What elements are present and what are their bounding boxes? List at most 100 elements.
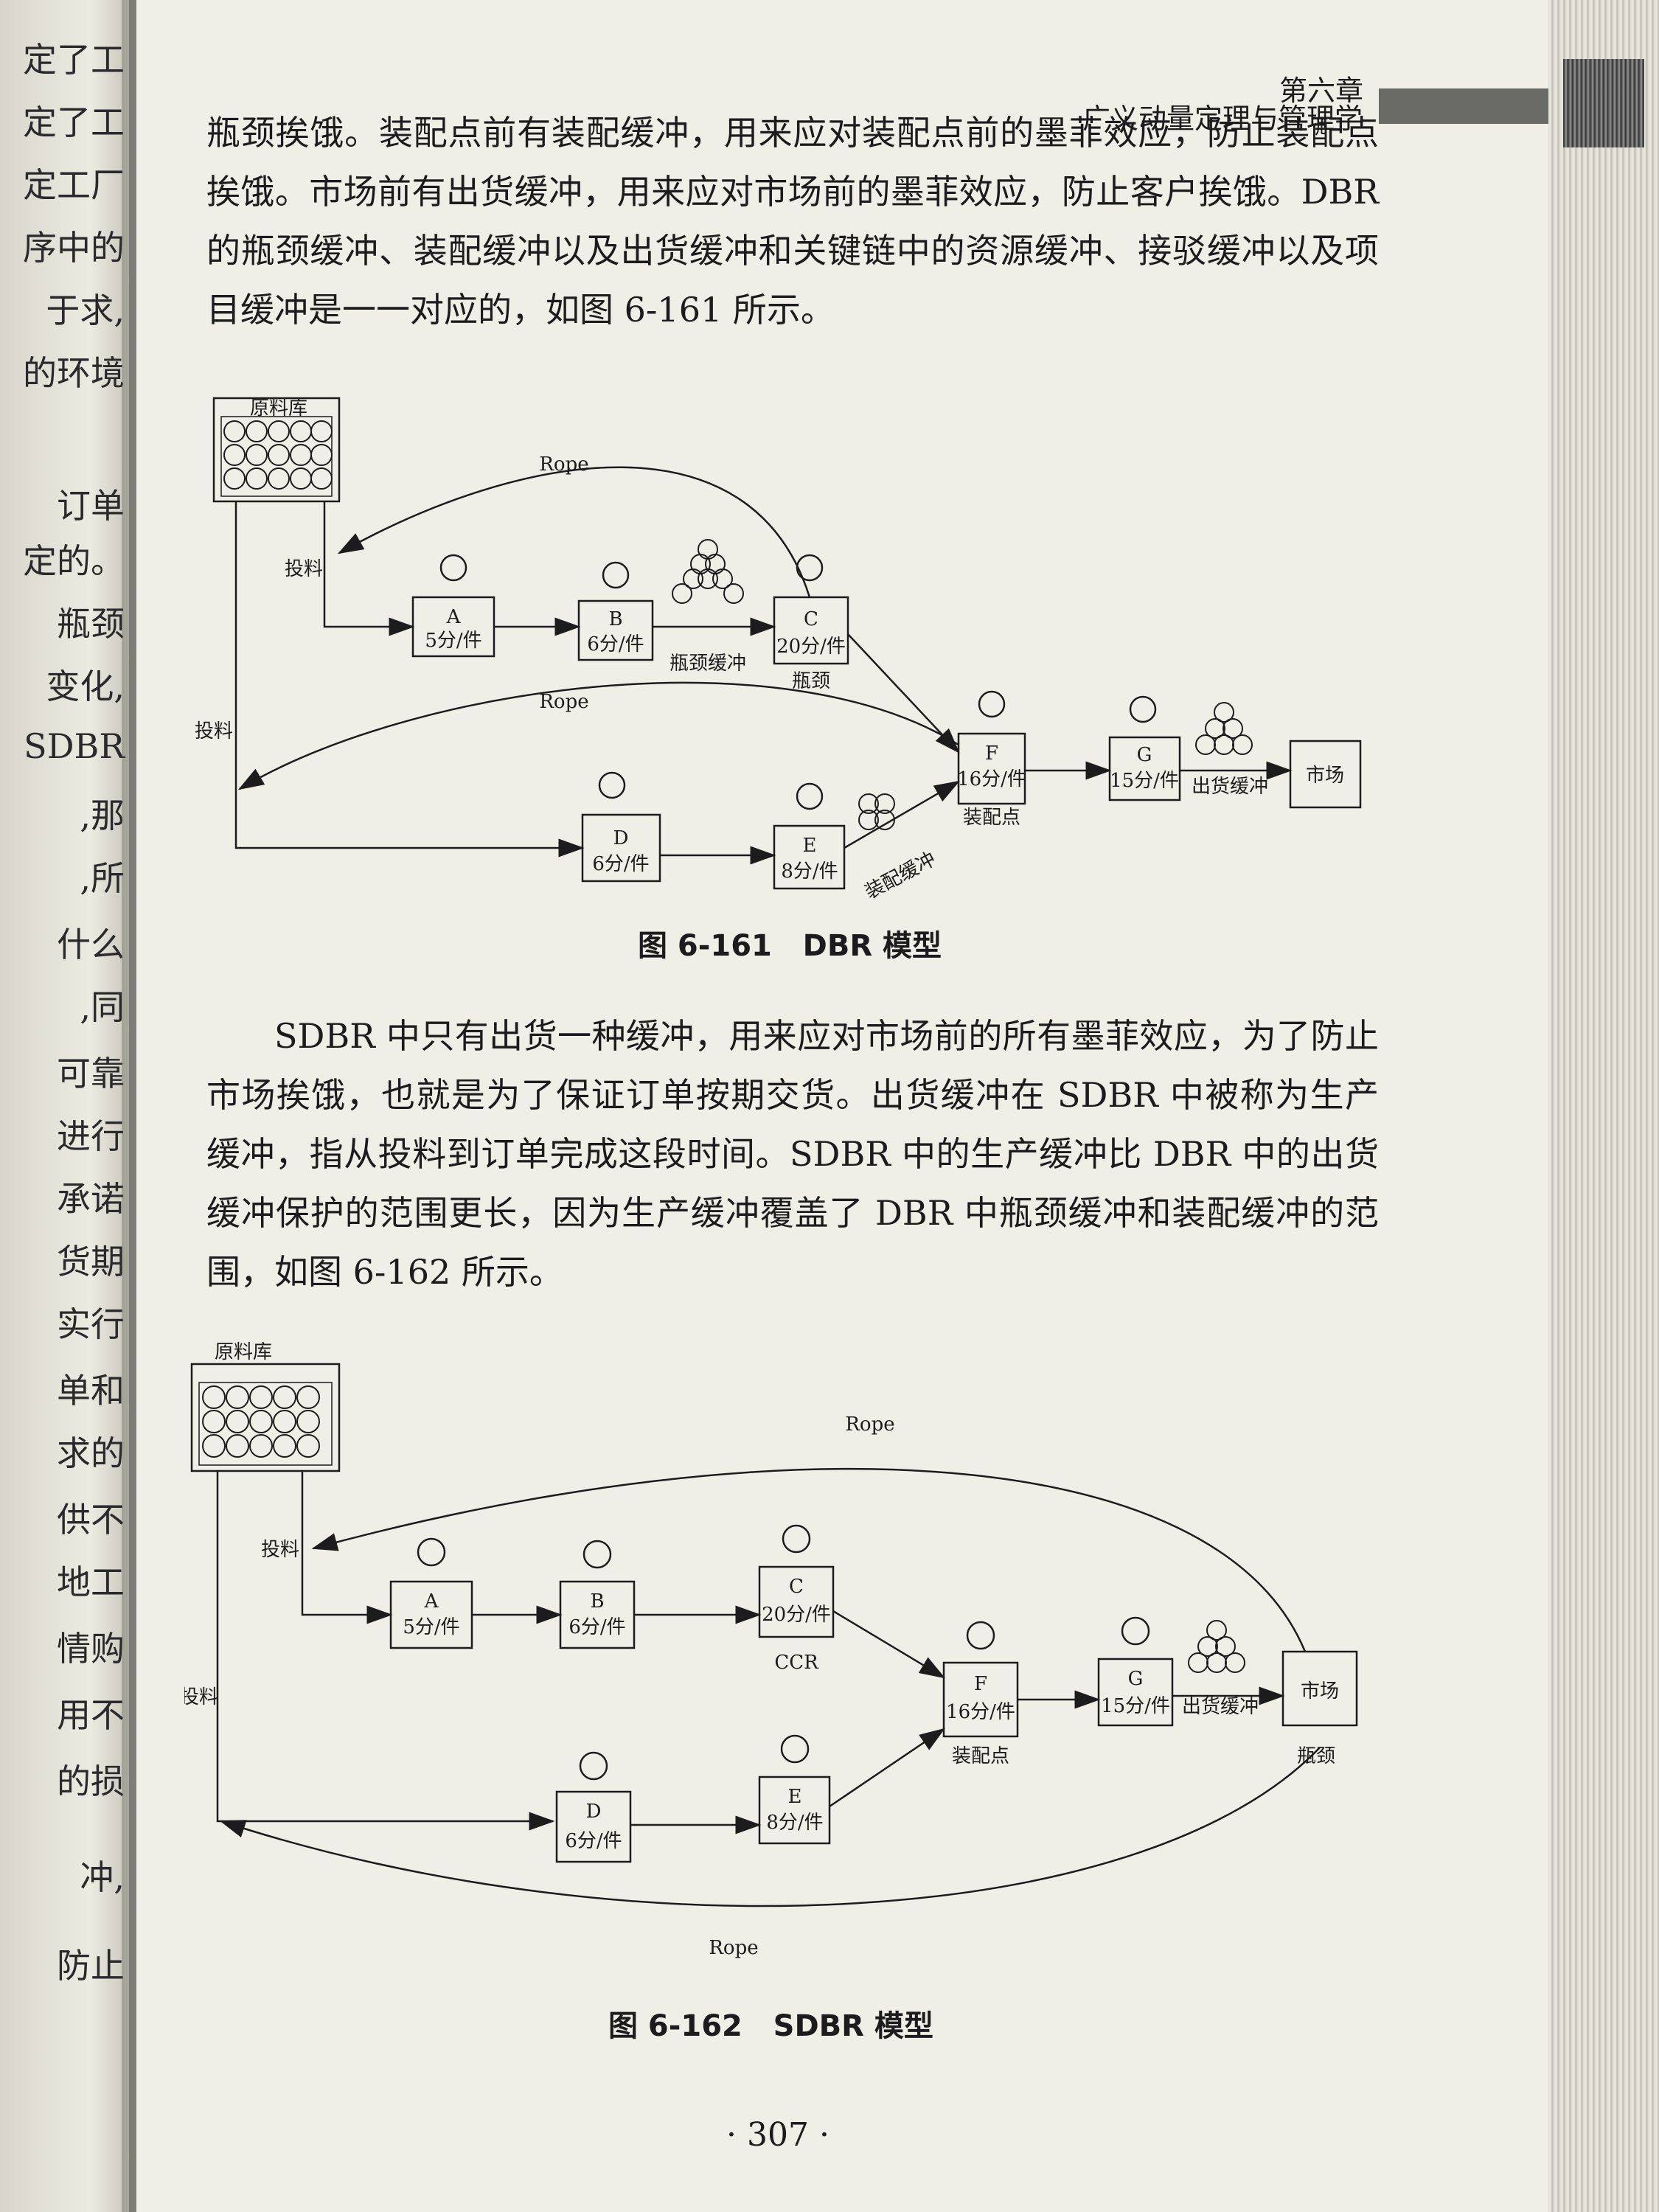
station-d-rate: 6分/件 xyxy=(592,853,649,875)
station-g2-rate: 15分/件 xyxy=(1101,1695,1170,1717)
station-d-label: D xyxy=(613,827,629,849)
station-b-label: B xyxy=(608,608,622,630)
left-page-fragment: 定了工 xyxy=(23,102,125,142)
station-a2-rate: 5分/件 xyxy=(403,1616,459,1638)
left-page-fragment: 供不 xyxy=(57,1500,125,1540)
station-d2-box xyxy=(555,1790,632,1863)
left-page-fragment: 定的。 xyxy=(23,541,125,581)
station-c-note: 瓶颈 xyxy=(792,670,830,692)
left-page-fragment: 的损 xyxy=(57,1761,125,1801)
paragraph-1: 瓶颈挨饿。装配点前有装配缓冲，用来应对装配点前的墨菲效应，防止装配点挨饿。市场前… xyxy=(206,103,1379,339)
station-c2-note: CCR xyxy=(774,1652,819,1674)
left-page-fragment: 的环境 xyxy=(23,353,125,393)
station-e-label: E xyxy=(803,835,817,857)
bottleneck-buffer-label: 瓶颈缓冲 xyxy=(669,653,746,675)
station-d2-label: D xyxy=(586,1801,602,1823)
station-b2-rate: 6分/件 xyxy=(568,1616,625,1638)
station-a-rate: 5分/件 xyxy=(425,630,481,652)
station-g2-label: G xyxy=(1128,1668,1144,1690)
left-page-fragment: 进行 xyxy=(57,1116,125,1156)
station-f2-note: 装配点 xyxy=(952,1745,1009,1767)
left-page-fragment: 变化, xyxy=(46,667,125,706)
left-page-fragment: 冲, xyxy=(80,1857,125,1897)
station-e-rate: 8分/件 xyxy=(781,860,838,883)
station-b-rate: 6分/件 xyxy=(587,633,644,655)
feed-top-label-2: 投料 xyxy=(261,1539,299,1561)
warehouse-box xyxy=(212,397,341,503)
rope-mid-curve xyxy=(237,681,959,790)
station-f-rate: 16分/件 xyxy=(957,768,1026,790)
page-stack-edge xyxy=(1548,0,1659,2212)
sdbr-diagram: 原料库 Rope Rope 投料 投料 A 5分/件 B 6分/件 C 20分/… xyxy=(184,1341,1358,1959)
station-f2-label: F xyxy=(974,1673,987,1695)
left-page-fragment: ,那 xyxy=(80,796,125,835)
left-page-fragment: 订单 xyxy=(57,486,125,526)
warehouse-label: 原料库 xyxy=(250,397,307,420)
figure-2-caption: 图 6-162 SDBR 模型 xyxy=(608,2009,933,2043)
left-page-fragment: 可靠 xyxy=(57,1054,125,1093)
rope-bottom-curve-2 xyxy=(219,1747,1321,1907)
left-page-fragment: 防止 xyxy=(57,1946,125,1986)
station-f-label: F xyxy=(985,742,998,765)
figure-sdbr-model: 原料库 Rope Rope 投料 投料 A 5分/件 B 6分/件 C 20分/… xyxy=(184,1327,1379,1976)
market-label: 市场 xyxy=(1306,765,1344,787)
station-a-label: A xyxy=(446,606,462,628)
warehouse-stock-icon-2 xyxy=(202,1385,320,1458)
dbr-diagram: 原料库 Rope Rope 投料 投料 A 5分/件 B 6分/件 C 20分/… xyxy=(195,397,1362,904)
station-f-note: 装配点 xyxy=(963,807,1020,829)
feed-left-label-2: 投料 xyxy=(184,1686,218,1708)
header-bar xyxy=(1379,88,1548,124)
station-e2-label: E xyxy=(788,1786,802,1808)
shipping-buffer-icon-2 xyxy=(1188,1620,1245,1673)
rope-bottom-label-2: Rope xyxy=(709,1937,758,1959)
rope-mid-label: Rope xyxy=(539,691,588,713)
shipping-buffer-icon xyxy=(1195,702,1253,755)
station-c-rate: 20分/件 xyxy=(776,636,846,658)
left-page-fragment: 单和 xyxy=(57,1371,125,1411)
left-page-fragment: ,同 xyxy=(80,987,125,1027)
figure-dbr-model: 原料库 Rope Rope 投料 投料 A 5分/件 B 6分/件 C 20分/… xyxy=(192,391,1386,922)
station-c-label: C xyxy=(804,608,818,630)
assembly-buffer-icon xyxy=(858,793,895,830)
warehouse-box-2 xyxy=(190,1363,341,1472)
bottleneck-buffer-icon xyxy=(672,539,744,604)
left-page-fragment: 求的 xyxy=(57,1433,125,1473)
left-page-fragment: ,所 xyxy=(80,858,125,898)
warehouse-label-2: 原料库 xyxy=(215,1341,272,1363)
page-number: · 307 · xyxy=(726,2116,830,2154)
warehouse-stock-icon xyxy=(223,420,333,490)
left-page-fragment: 实行 xyxy=(57,1304,125,1344)
station-c2-label: C xyxy=(789,1576,804,1598)
left-page-fragment: 瓶颈 xyxy=(57,604,125,644)
left-page-fragment: 序中的 xyxy=(23,228,125,268)
feed-line-a xyxy=(323,501,415,636)
left-page-fragment: 定了工 xyxy=(23,40,125,80)
station-e2-rate: 8分/件 xyxy=(766,1812,823,1834)
rope-top-label-2: Rope xyxy=(845,1413,894,1436)
station-f-box xyxy=(957,732,1026,805)
paragraph-1-text: 瓶颈挨饿。装配点前有装配缓冲，用来应对装配点前的墨菲效应，防止装配点挨饿。市场前… xyxy=(206,113,1379,330)
left-page-fragment: 定工厂 xyxy=(23,165,125,205)
station-d2-rate: 6分/件 xyxy=(565,1830,622,1852)
page-tab-marks xyxy=(1563,59,1644,147)
shipping-buffer-label: 出货缓冲 xyxy=(1192,776,1268,798)
rope-top-curve-2 xyxy=(311,1468,1307,1652)
header-title: 广义动量定理与管理学 xyxy=(1082,102,1363,135)
left-page-fragment: 承诺 xyxy=(57,1179,125,1219)
left-page-fragment: 于求, xyxy=(46,291,125,330)
left-page-fragment: 地工 xyxy=(57,1562,125,1602)
feed-top-label: 投料 xyxy=(285,558,323,580)
station-c2-rate: 20分/件 xyxy=(762,1604,831,1626)
figure-1-caption: 图 6-161 DBR 模型 xyxy=(638,929,942,963)
assembly-buffer-label: 装配缓冲 xyxy=(861,848,939,903)
left-page-fragment: 什么 xyxy=(57,925,125,964)
station-c2-box xyxy=(758,1565,835,1638)
left-page-fragment: 情购 xyxy=(57,1629,125,1669)
rope-top-label: Rope xyxy=(539,453,588,476)
left-page-edge: 定了工定了工定工厂序中的于求,的环境订单定的。瓶颈变化,SDBR,那,所什么,同… xyxy=(0,0,129,2212)
feed-mid-label: 投料 xyxy=(195,720,233,742)
left-page-fragment: 用不 xyxy=(57,1695,125,1735)
left-page-fragment: 货期 xyxy=(57,1242,125,1281)
station-b2-label: B xyxy=(590,1590,604,1613)
station-g-rate: 15分/件 xyxy=(1110,770,1179,792)
